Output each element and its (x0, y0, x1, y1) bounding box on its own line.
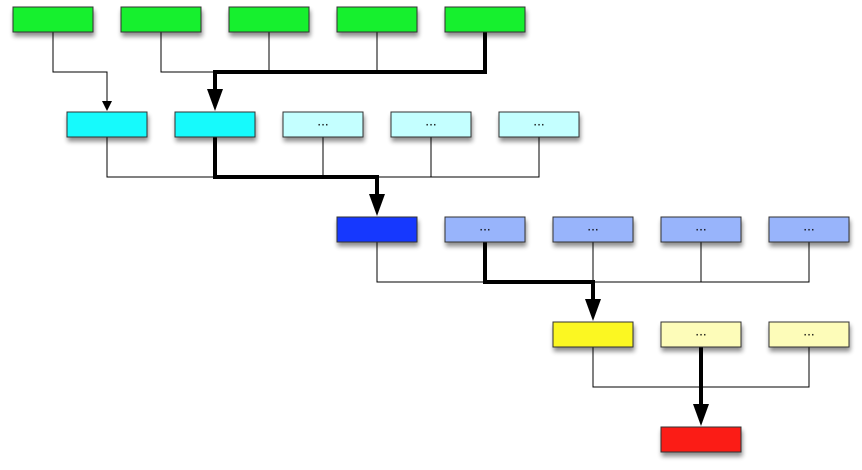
connector-line (700, 347, 810, 418)
node-rect (336, 216, 418, 243)
node-rect (282, 111, 364, 138)
node-rect (12, 6, 94, 33)
node-box-r1b4 (336, 6, 418, 33)
node-label: ... (425, 115, 436, 129)
connector-line (376, 137, 432, 208)
node-box-r4b2: ... (660, 321, 742, 348)
node-rect (768, 321, 850, 348)
connector-line (214, 32, 270, 103)
node-box-r3b3: ... (552, 216, 634, 243)
node-label: ... (695, 325, 706, 339)
node-box-r1b2 (120, 6, 202, 33)
node-box-r3b2: ... (444, 216, 526, 243)
node-label: ... (479, 220, 490, 234)
connector-lines (52, 32, 810, 426)
node-box-r2b2 (174, 111, 256, 138)
connector-line (214, 32, 378, 103)
node-rect (390, 111, 472, 138)
arrowhead (102, 101, 112, 111)
connector-line-highlighted (483, 242, 595, 303)
node-box-r4b3: ... (768, 321, 850, 348)
node-box-r3b1 (336, 216, 418, 243)
node-label: ... (533, 115, 544, 129)
connector-line-highlighted (213, 137, 379, 198)
node-label: ... (587, 220, 598, 234)
node-box-r1b1 (12, 6, 94, 33)
node-rect (660, 426, 742, 453)
node-box-r2b4: ... (390, 111, 472, 138)
node-box-r4b1 (552, 321, 634, 348)
node-box-r3b4: ... (660, 216, 742, 243)
arrowhead-thick (369, 194, 385, 216)
node-rect (660, 216, 742, 243)
connector-line (376, 137, 540, 208)
node-box-r2b3: ... (282, 111, 364, 138)
node-box-r5b1 (660, 426, 742, 453)
connector-line (52, 32, 108, 103)
node-box-r1b3 (228, 6, 310, 33)
connector-line-highlighted (213, 32, 487, 93)
node-boxes: ........................... (12, 6, 850, 453)
node-label: ... (803, 220, 814, 234)
node-label: ... (317, 115, 328, 129)
node-box-r1b5 (444, 6, 526, 33)
connector-line (106, 137, 378, 208)
node-rect (552, 321, 634, 348)
node-rect (66, 111, 148, 138)
node-rect (444, 216, 526, 243)
arrowhead-thick (585, 299, 601, 321)
node-rect (120, 6, 202, 33)
node-rect (336, 6, 418, 33)
node-rect (552, 216, 634, 243)
connector-line (322, 137, 378, 208)
node-rect (660, 321, 742, 348)
node-rect (498, 111, 580, 138)
connector-line (160, 32, 216, 103)
node-rect (444, 6, 526, 33)
node-rect (768, 216, 850, 243)
arrowhead-thick (207, 89, 223, 111)
node-label: ... (695, 220, 706, 234)
node-label: ... (803, 325, 814, 339)
node-box-r3b5: ... (768, 216, 850, 243)
node-rect (228, 6, 310, 33)
node-box-r2b5: ... (498, 111, 580, 138)
connector-line (592, 242, 702, 313)
node-box-r2b1 (66, 111, 148, 138)
node-rect (174, 111, 256, 138)
arrowhead-thick (693, 404, 709, 426)
connector-line (592, 347, 702, 418)
